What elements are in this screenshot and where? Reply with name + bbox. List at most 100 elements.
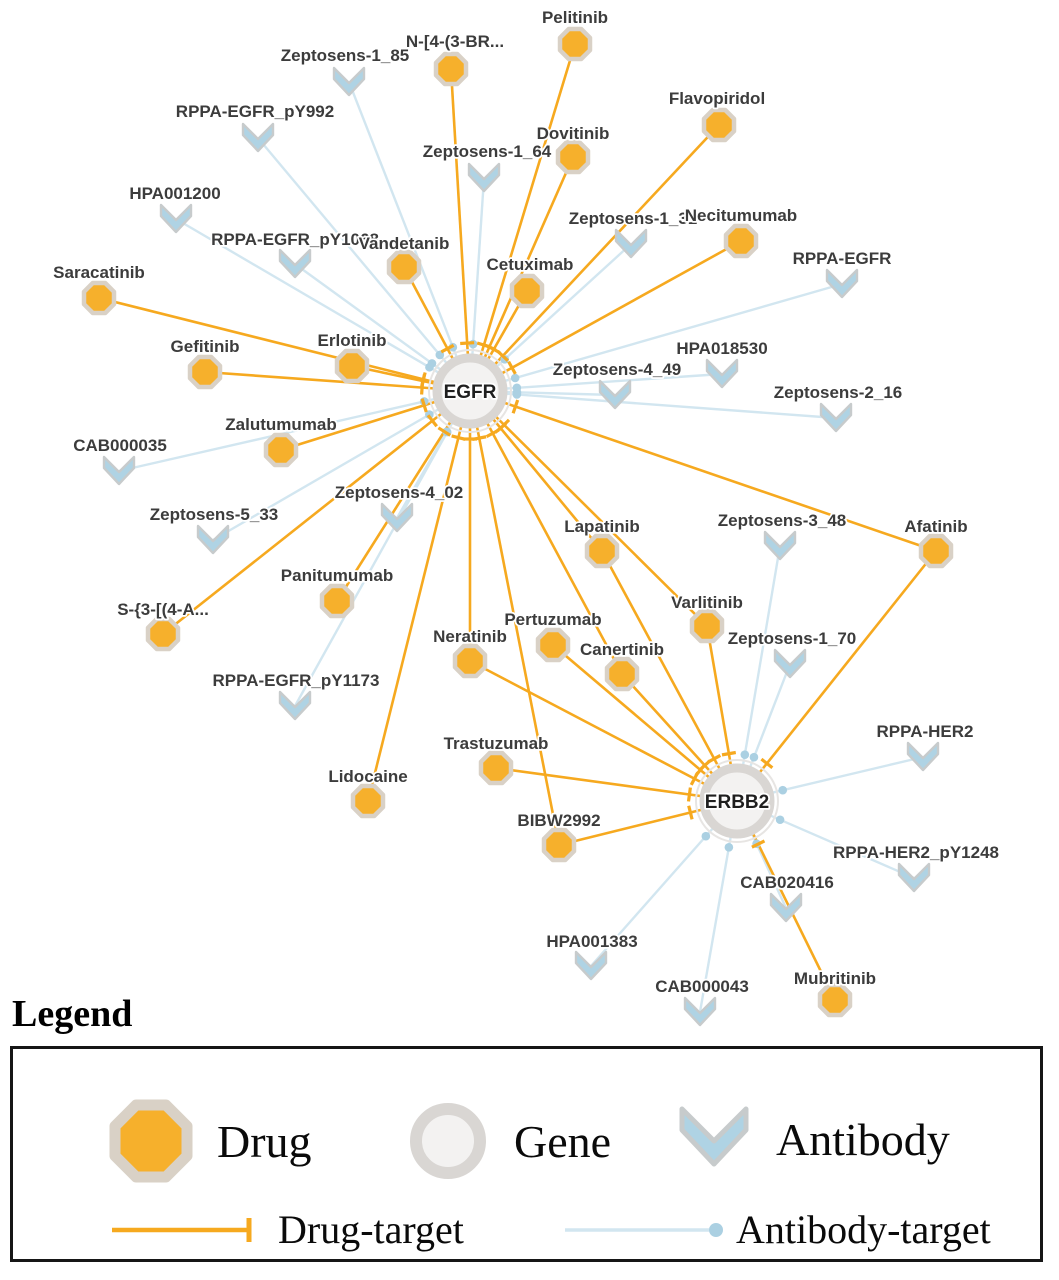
drug-target-edge — [469, 124, 720, 392]
drug-node — [535, 627, 571, 663]
node-label: N-[4-(3-BR... — [406, 32, 504, 51]
antibody-node — [574, 950, 608, 981]
drug-node — [584, 533, 620, 569]
node-label: Afatinib — [904, 517, 967, 536]
node-label: RPPA-HER2_pY1248 — [833, 843, 999, 862]
drug-edge-inhibition-bar — [451, 434, 466, 441]
legend-box: Drug Gene Antibody Drug-target Antibody-… — [10, 1046, 1043, 1262]
drug-node — [604, 656, 640, 692]
drug-edge-inhibition-bar — [440, 343, 455, 354]
node-label: Zeptosens-5_33 — [150, 505, 279, 524]
drug-node — [918, 533, 954, 569]
legend-drug-target-label: Drug-target — [278, 1207, 464, 1252]
node-label: Zeptosens-3_48 — [718, 511, 847, 530]
node-label: RPPA-EGFR — [793, 249, 892, 268]
antibody-edge-endpoint-dot — [775, 815, 785, 825]
antibody-node — [278, 690, 312, 721]
drug-node — [817, 982, 853, 1018]
antibody-target-edge — [118, 389, 471, 473]
drug-edge-inhibition-bar — [686, 787, 692, 802]
node-label: Canertinib — [580, 640, 664, 659]
antibody-node — [196, 524, 230, 555]
node-label: HPA001200 — [129, 184, 220, 203]
node-label: Zeptosens-1_70 — [728, 629, 857, 648]
node-label: Dovitinib — [537, 124, 610, 143]
legend-item-drug: Drug — [101, 1091, 312, 1191]
drug-node — [555, 139, 591, 175]
legend-antibody-label: Antibody — [776, 1113, 950, 1165]
drug-target-edge — [366, 390, 472, 802]
antibody-node — [467, 162, 501, 193]
antibody-node — [773, 648, 807, 679]
antibody-edge-endpoint-dot — [778, 785, 788, 795]
node-label: Zeptosens-4_02 — [335, 483, 464, 502]
gene-icon — [410, 1103, 486, 1179]
antibody-target-edge — [175, 217, 471, 393]
node-label: Erlotinib — [318, 331, 387, 350]
antibody-node — [906, 741, 940, 772]
legend-drug-label: Drug — [217, 1115, 312, 1167]
drug-target-edge — [469, 389, 937, 553]
node-label: RPPA-EGFR_pY992 — [176, 102, 334, 121]
drug-target-edge — [468, 390, 624, 675]
drug-node — [557, 26, 593, 62]
drug-edge-inhibition-bar — [694, 763, 707, 777]
legend-title: Legend — [12, 993, 133, 1035]
antibody-node — [763, 530, 797, 561]
antibody-edge-endpoint-dot — [427, 359, 437, 368]
drug-target-edge — [449, 68, 472, 392]
drug-node — [689, 608, 725, 644]
node-label: Varlitinib — [671, 593, 743, 612]
antibody-node — [332, 66, 366, 97]
drug-node — [509, 273, 545, 309]
antibody-edge-endpoint-dot — [724, 842, 734, 852]
drug-target-edge — [98, 296, 471, 393]
drug-edge-inhibition-bar — [420, 398, 428, 413]
antibody-target-edge — [469, 372, 723, 393]
node-label: Trastuzumab — [444, 734, 549, 753]
antibody-edge-dot — [709, 1222, 723, 1237]
drug-icon — [109, 1099, 193, 1183]
drug-edge-inhibition-bar — [511, 399, 520, 414]
antibody-icon — [679, 1106, 749, 1167]
drug-node — [478, 750, 514, 786]
legend-item-drug-target: Drug-target — [108, 1206, 464, 1253]
drug-edge-inhibition-bar — [507, 360, 517, 375]
drug-node — [334, 348, 370, 384]
legend-item-gene: Gene — [398, 1091, 611, 1191]
node-label: Lidocaine — [328, 767, 407, 786]
node-label: BIBW2992 — [517, 811, 600, 830]
drug-target-edge — [468, 43, 577, 392]
drug-edge-inhibition-bar — [486, 344, 501, 355]
antibody-target-edge — [293, 390, 472, 707]
drug-edge-inhibition-bar — [426, 414, 438, 428]
node-label: Cetuximab — [487, 255, 574, 274]
drug-target-edge-icon — [112, 1217, 252, 1242]
drug-target-edge — [469, 659, 738, 803]
node-label: S-{3-[(4-A... — [117, 600, 209, 619]
antibody-node — [769, 892, 803, 923]
node-label: Vandetanib — [359, 234, 450, 253]
node-label: Panitumumab — [281, 566, 393, 585]
drug-node — [541, 827, 577, 863]
drug-edge-inhibition-bar — [437, 426, 452, 437]
node-label: Zeptosens-1_31 — [569, 209, 698, 228]
antibody-node — [683, 996, 717, 1027]
antibody-target-edge — [257, 137, 471, 392]
drug-node — [701, 107, 737, 143]
gene-node — [699, 763, 775, 839]
drug-edge-inhibition-bar — [687, 805, 694, 820]
drug-target-edge — [468, 390, 561, 846]
legend-gene-label: Gene — [514, 1115, 612, 1167]
antibody-node — [825, 268, 859, 299]
antibody-edge-endpoint-dot — [510, 373, 520, 383]
gene-node — [432, 353, 508, 429]
drug-node — [145, 616, 181, 652]
drug-edge-inhibition-bar — [460, 341, 475, 346]
antibody-edge-endpoint-dot — [740, 750, 750, 759]
drug-node — [386, 249, 422, 285]
gene-label: EGFR — [444, 382, 497, 403]
antibody-node — [705, 358, 739, 389]
antibody-shape — [679, 1106, 749, 1167]
